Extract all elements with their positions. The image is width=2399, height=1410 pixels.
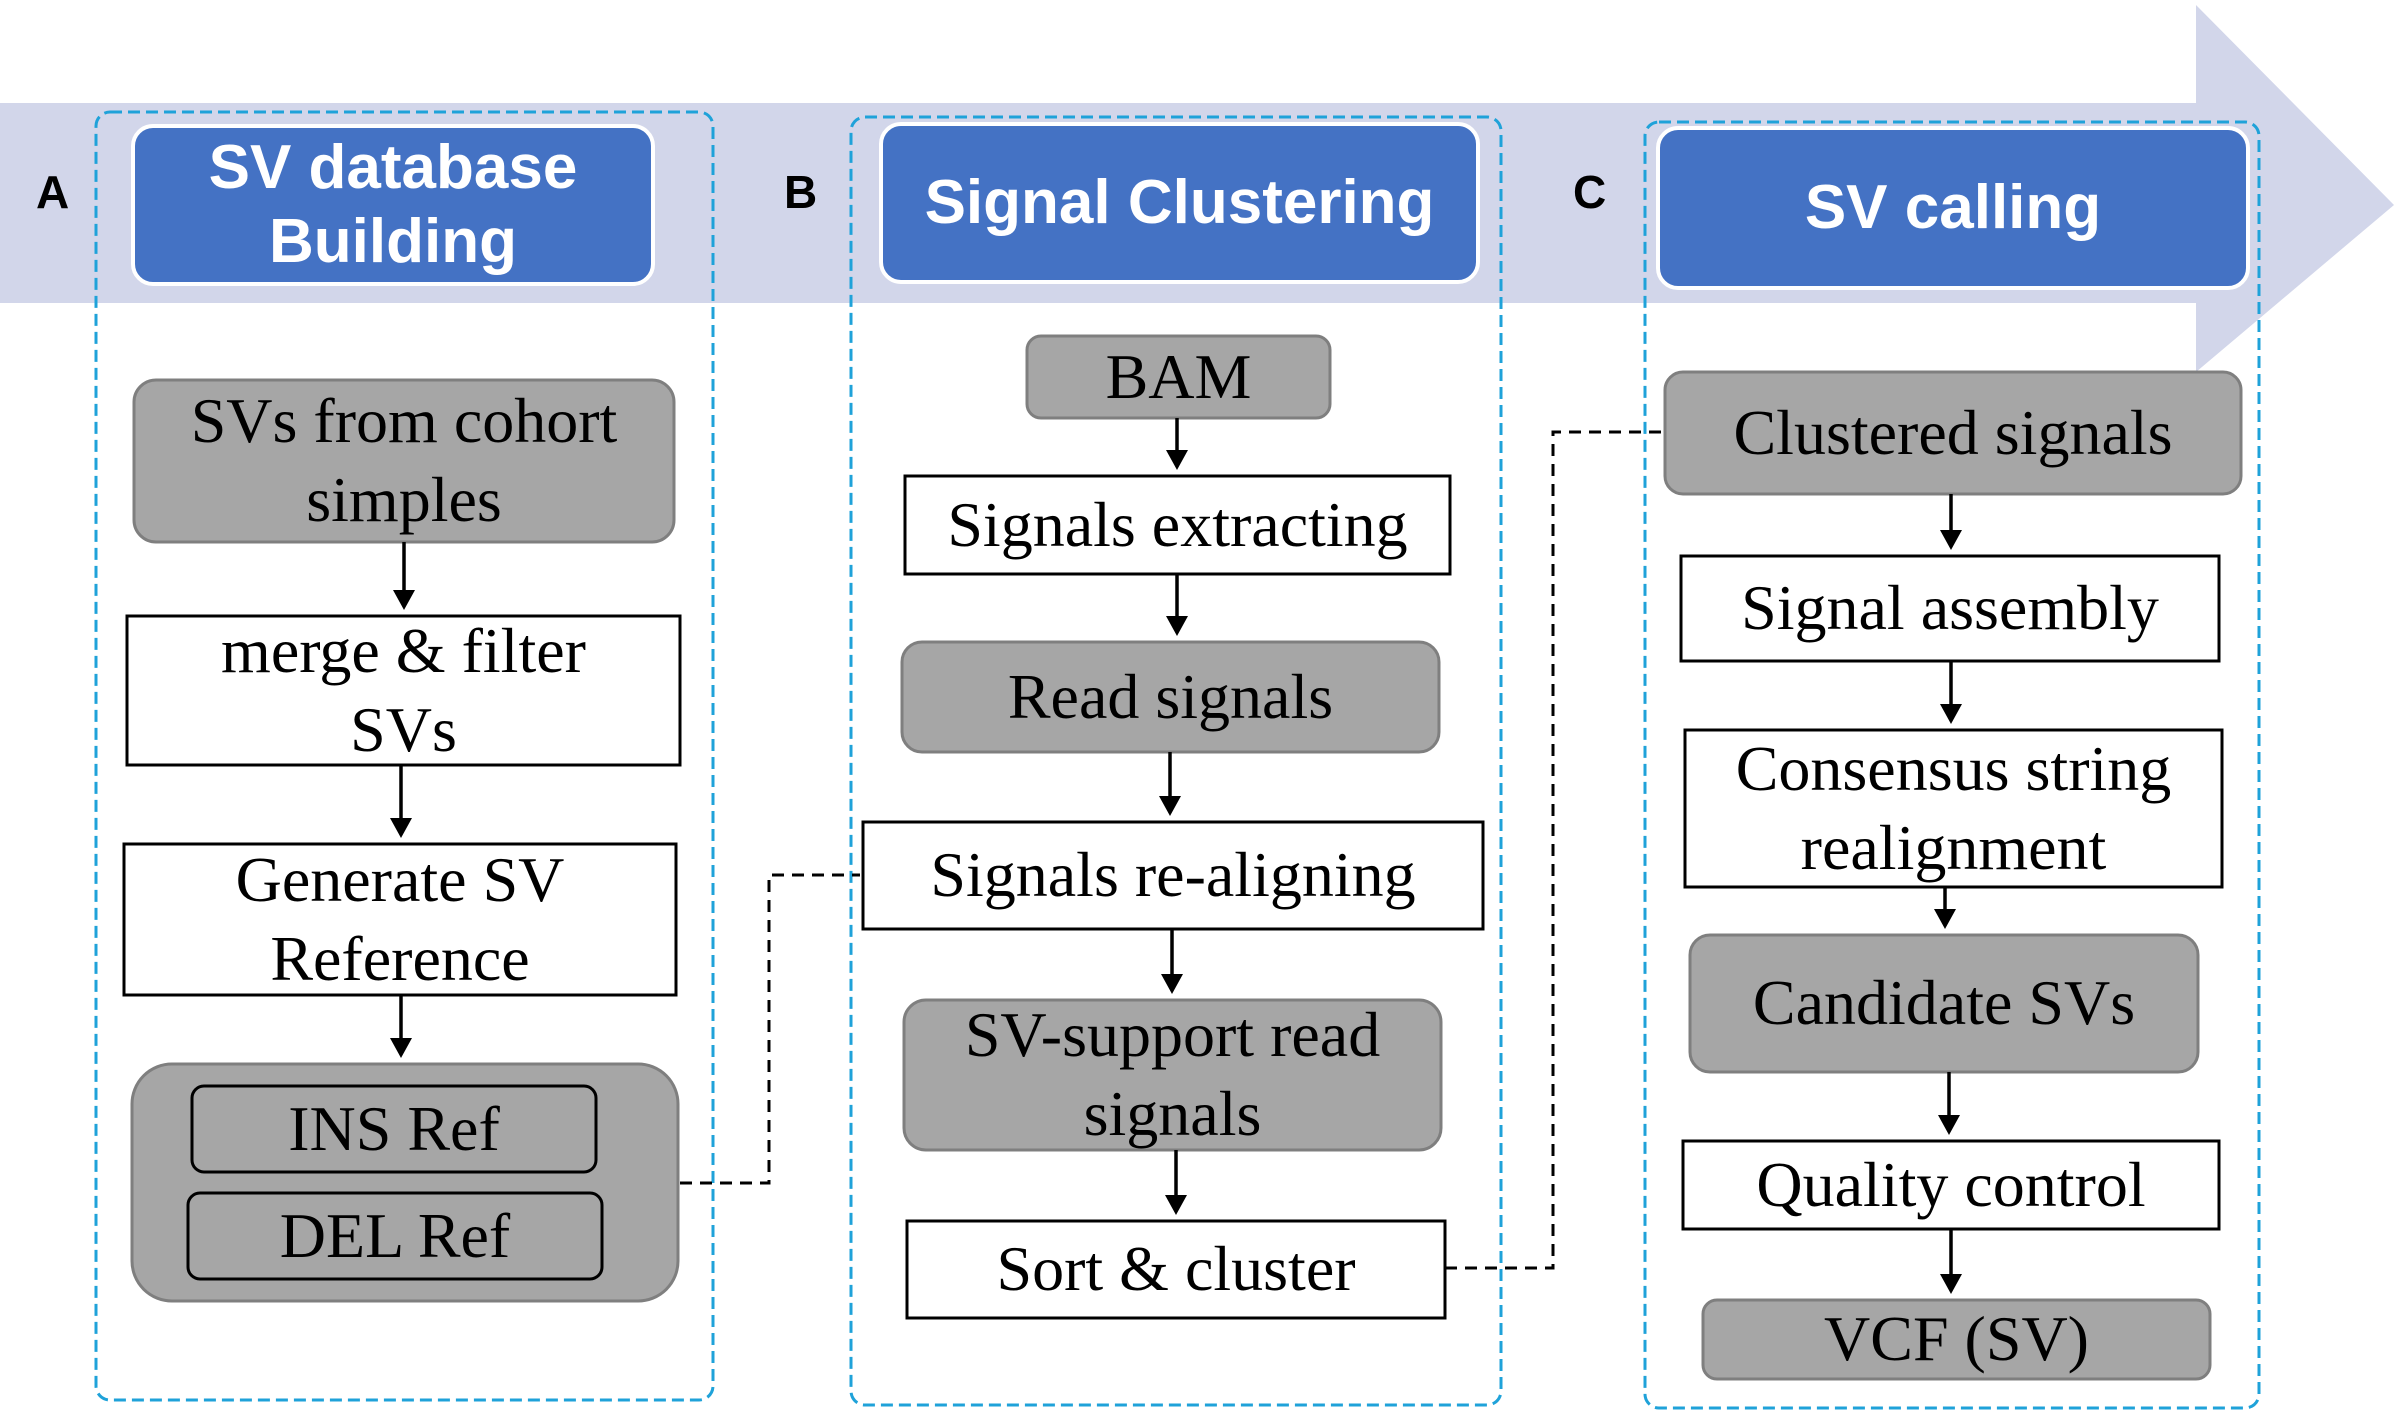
connector-b-to-c — [1445, 430, 1665, 1270]
arrow-c-3 — [1934, 887, 1956, 929]
arrow-a-1 — [393, 542, 415, 610]
signal-assembly-box — [1679, 554, 2221, 663]
candidate-svs-box — [1688, 933, 2200, 1074]
panel-label-a: A — [36, 166, 70, 218]
vcf-box — [1701, 1298, 2212, 1381]
consensus-realignment-box — [1683, 728, 2224, 889]
ins-ref-box — [190, 1084, 598, 1174]
panel-c-frame — [1643, 120, 2261, 1410]
arrow-a-2 — [390, 765, 412, 838]
quality-control-box — [1681, 1139, 2221, 1231]
panel-c-header-box — [1656, 126, 2250, 290]
clustered-signals-box — [1663, 370, 2243, 496]
panel-a-header-box — [131, 124, 655, 286]
sort-cluster-box — [905, 1219, 1447, 1320]
signals-realigning-box — [861, 820, 1485, 931]
arrow-b-1 — [1166, 418, 1188, 470]
arrow-b-2 — [1166, 574, 1188, 636]
panel-a-frame — [94, 110, 715, 1402]
panel-label-c: C — [1573, 166, 1607, 218]
signals-extracting-box — [903, 474, 1452, 576]
flow-arrows — [390, 418, 1962, 1294]
merge-filter-box — [125, 614, 682, 767]
sv-support-box — [902, 998, 1443, 1152]
arrow-c-2 — [1940, 661, 1962, 724]
arrow-a-3 — [390, 995, 412, 1058]
arrow-c-4 — [1938, 1072, 1960, 1135]
panel-label-b: B — [784, 166, 818, 218]
bam-box — [1025, 334, 1332, 420]
sv-cohort-box — [132, 378, 676, 544]
arrow-c-5 — [1940, 1229, 1962, 1294]
connector-a-to-b — [680, 873, 860, 1185]
read-signals-box — [900, 640, 1441, 754]
arrow-c-1 — [1940, 494, 1962, 550]
panel-b-header-box — [879, 122, 1480, 284]
generate-reference-box — [122, 842, 678, 997]
panel-b-frame — [849, 115, 1503, 1407]
del-ref-box — [186, 1191, 604, 1281]
arrow-b-4 — [1161, 929, 1183, 994]
arrow-b-5 — [1165, 1150, 1187, 1215]
arrow-b-3 — [1159, 752, 1181, 816]
